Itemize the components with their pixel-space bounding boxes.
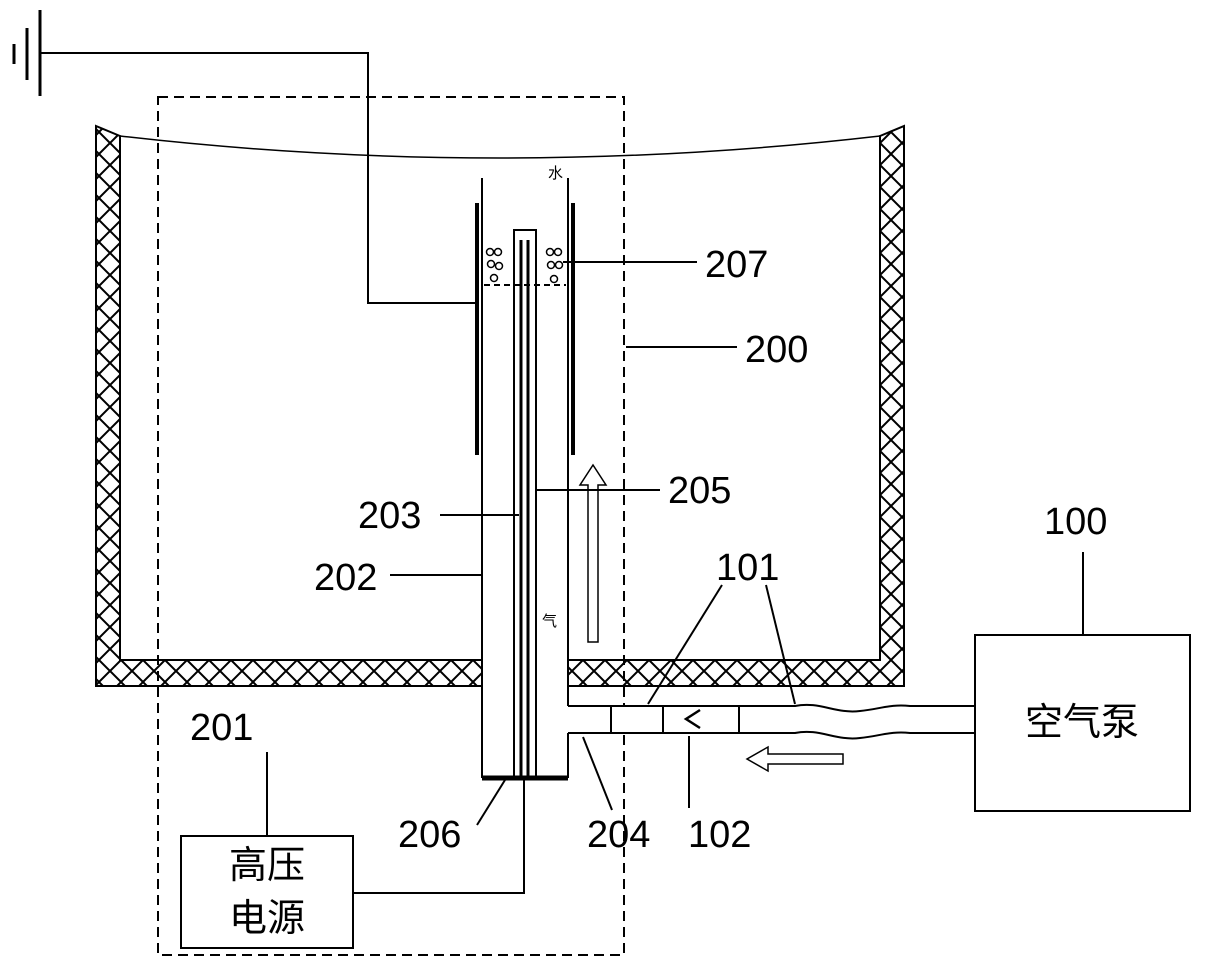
gas-mark: 气 [542,612,557,630]
label-100: 100 [1044,501,1107,543]
inlet-pipe-fill [568,706,968,733]
label-101: 101 [716,547,779,589]
bubbles [485,247,564,284]
water-surface [119,135,881,159]
leader-lines [266,261,1084,836]
outer-tube [482,640,568,780]
tank-wall [95,124,905,687]
label-200: 200 [745,329,808,371]
ground-symbol [12,10,42,96]
gas-flow-up-arrow [578,463,608,643]
label-102: 102 [688,814,751,856]
air-pump-label: 空气泵 [1025,700,1139,744]
label-201: 201 [190,707,253,749]
air-inflow-arrow [745,745,844,773]
pipe-connectors [610,705,740,734]
dashed-module-boundary [157,96,625,956]
label-206: 206 [398,814,461,856]
ground-electrode [475,203,575,455]
inlet-pipe-top [568,703,975,713]
outer-tube-walls [481,178,569,778]
label-204: 204 [587,814,650,856]
hv-electrode [519,240,530,778]
check-valve [683,708,701,730]
power-supply-label-line1: 高压 [229,843,305,887]
power-supply-label-line2: 电源 [229,896,305,940]
water-mark: 水 [548,164,563,182]
label-202: 202 [314,557,377,599]
hv-wire [353,778,525,894]
power-supply-box [180,835,354,949]
label-203: 203 [358,495,421,537]
inlet-pipe-bottom [568,730,975,740]
label-205: 205 [668,470,731,512]
ground-wire [40,52,476,304]
air-pump-box [974,634,1191,812]
label-207: 207 [705,244,768,286]
